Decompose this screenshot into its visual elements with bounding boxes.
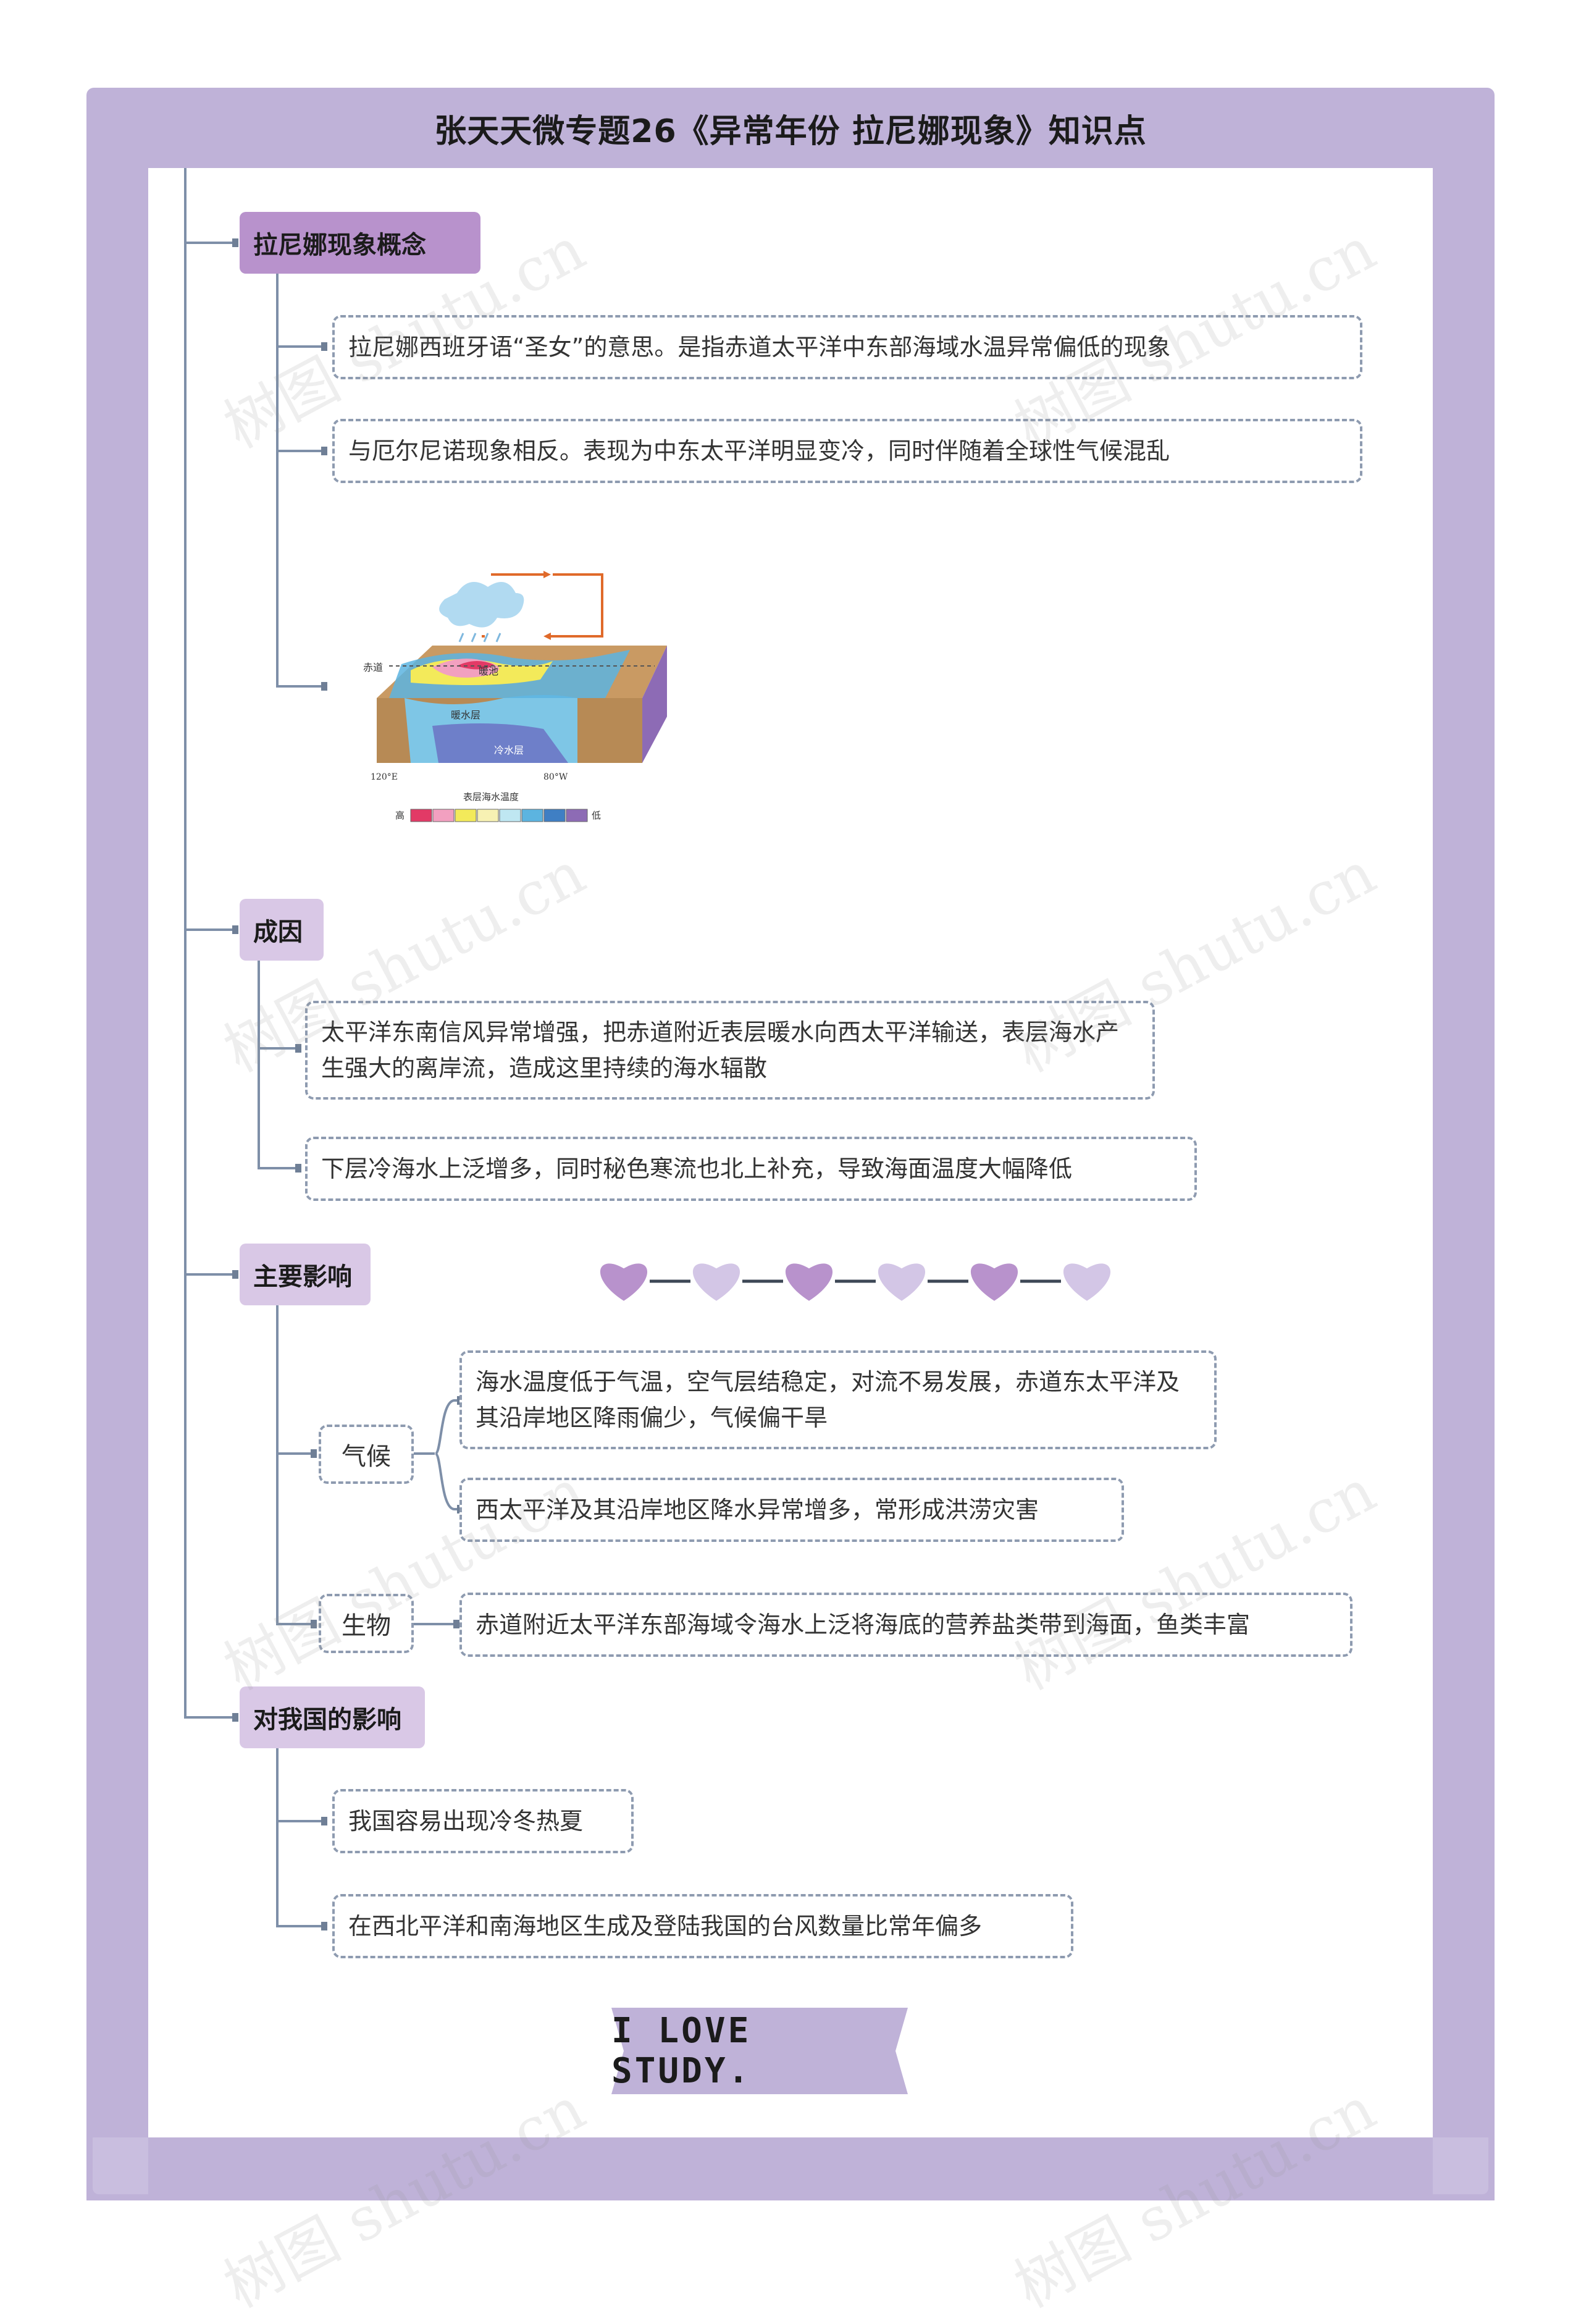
- legend-swatch: [477, 809, 499, 822]
- concept-spine: [276, 274, 279, 688]
- banner-text: I LOVE STUDY.: [611, 2011, 752, 2091]
- biology-connector: [414, 1623, 457, 1625]
- tick-concept-1: [321, 342, 327, 351]
- subcategory-biology[interactable]: 生物: [319, 1594, 414, 1653]
- heart-icon: [600, 1263, 648, 1301]
- cause-branch-1: [258, 1047, 298, 1050]
- trunk-branch-impact: [184, 1273, 238, 1276]
- china-spine: [276, 1748, 279, 1927]
- diagram-legend-high: 高: [395, 810, 405, 821]
- trunk-branch-cause: [184, 928, 238, 931]
- tick-impact: [232, 1270, 238, 1279]
- tick-cause-2: [295, 1164, 301, 1173]
- diagram-cold-layer-label: 冷水层: [494, 744, 524, 756]
- impact-branch-biology: [276, 1623, 314, 1625]
- climate-brace: [434, 1399, 461, 1510]
- china-branch-1: [276, 1820, 325, 1822]
- impact-spine: [276, 1305, 279, 1625]
- cause-item-2[interactable]: 下层冷海水上泛增多，同时秘色寒流也北上补充，导致海面温度大幅降低: [305, 1137, 1197, 1201]
- diagram-equator-label: 赤道: [363, 662, 383, 673]
- hearts-decoration: [600, 1263, 1111, 1301]
- study-banner: I LOVE STUDY.: [611, 2008, 908, 2094]
- heart-icon: [878, 1263, 926, 1301]
- climate-connector: [414, 1452, 435, 1455]
- tick-china-2: [321, 1922, 327, 1930]
- rain-icon: [458, 633, 501, 642]
- diagram-lon-right: 80°W: [543, 772, 568, 782]
- cause-item-1[interactable]: 太平洋东南信风异常增强，把赤道附近表层暖水向西太平洋输送，表层海水产生强大的离岸…: [305, 1001, 1155, 1100]
- frame-left-bar: [86, 88, 148, 2200]
- biology-item-1[interactable]: 赤道附近太平洋东部海域令海水上泛将海底的营养盐类带到海面，鱼类丰富: [459, 1593, 1352, 1657]
- legend-swatch: [410, 809, 432, 822]
- legend-swatch: [499, 809, 521, 822]
- diagram-lon-left: 120°E: [371, 772, 398, 782]
- legend-swatch: [566, 809, 588, 822]
- cause-spine: [258, 961, 260, 1169]
- walker-circulation-arrows: [482, 573, 603, 638]
- climate-item-2[interactable]: 西太平洋及其沿岸地区降水异常增多，常形成洪涝灾害: [459, 1478, 1124, 1542]
- tick-climate: [311, 1449, 317, 1458]
- subcategory-climate[interactable]: 气候: [319, 1425, 414, 1484]
- category-cause[interactable]: 成因: [240, 899, 324, 961]
- heart-icon: [785, 1263, 833, 1301]
- tick-cause-1: [295, 1044, 301, 1053]
- legend-swatch: [455, 809, 477, 822]
- cloud-icon: [439, 582, 524, 628]
- page-title: 张天天微专题26《异常年份 拉尼娜现象》知识点: [148, 88, 1433, 168]
- china-branch-2: [276, 1925, 325, 1927]
- tick-concept: [232, 238, 238, 247]
- legend-swatch: [432, 809, 455, 822]
- cause-branch-2: [258, 1167, 298, 1169]
- diagram-legend-low: 低: [592, 810, 601, 821]
- frame-corner-left: [93, 2137, 148, 2194]
- heart-icon: [692, 1263, 740, 1301]
- trunk-branch-china: [184, 1716, 238, 1719]
- trunk-line: [184, 168, 187, 1719]
- mind-map-canvas: 张天天微专题26《异常年份 拉尼娜现象》知识点 拉尼娜现象概念 拉尼娜西班牙语“…: [86, 88, 1495, 2321]
- diagram-legend-title: 表层海水温度: [463, 791, 519, 802]
- la-nina-diagram: 赤道 暖池 暖水层 冷水层 120°E 80°W 表层海水温度 高 低: [363, 571, 667, 822]
- concept-branch-2: [276, 450, 325, 452]
- legend-swatch: [521, 809, 543, 822]
- china-item-2[interactable]: 在西北平洋和南海地区生成及登陆我国的台风数量比常年偏多: [332, 1894, 1073, 1958]
- frame-right-bar: [1433, 88, 1495, 2200]
- tick-china: [232, 1713, 238, 1722]
- frame-corner-right: [1433, 2137, 1488, 2194]
- diagram-warm-layer-label: 暖水层: [451, 709, 480, 721]
- tick-china-1: [321, 1817, 327, 1825]
- tick-biology-1: [453, 1620, 459, 1628]
- diagram-warm-pool-label: 暖池: [479, 665, 498, 677]
- category-china[interactable]: 对我国的影响: [240, 1686, 425, 1748]
- trunk-branch-concept: [184, 242, 238, 244]
- category-impact[interactable]: 主要影响: [240, 1244, 371, 1305]
- diagram-legend-swatches: [410, 809, 588, 822]
- frame-bottom-bar: [86, 2137, 1495, 2200]
- impact-branch-climate: [276, 1452, 314, 1455]
- category-concept[interactable]: 拉尼娜现象概念: [240, 212, 480, 274]
- heart-icon: [970, 1263, 1018, 1301]
- climate-item-1[interactable]: 海水温度低于气温，空气层结稳定，对流不易发展，赤道东太平洋及其沿岸地区降雨偏少，…: [459, 1350, 1217, 1449]
- concept-branch-3: [276, 685, 325, 688]
- tick-biology: [311, 1620, 317, 1628]
- concept-item-2[interactable]: 与厄尔尼诺现象相反。表现为中东太平洋明显变冷，同时伴随着全球性气候混乱: [332, 419, 1362, 483]
- concept-branch-1: [276, 345, 325, 348]
- tick-cause: [232, 925, 238, 934]
- tick-concept-3: [321, 682, 327, 691]
- concept-item-1[interactable]: 拉尼娜西班牙语“圣女”的意思。是指赤道太平洋中东部海域水温异常偏低的现象: [332, 315, 1362, 379]
- china-item-1[interactable]: 我国容易出现冷冬热夏: [332, 1789, 634, 1853]
- tick-concept-2: [321, 447, 327, 455]
- legend-swatch: [543, 809, 566, 822]
- heart-icon: [1063, 1263, 1111, 1301]
